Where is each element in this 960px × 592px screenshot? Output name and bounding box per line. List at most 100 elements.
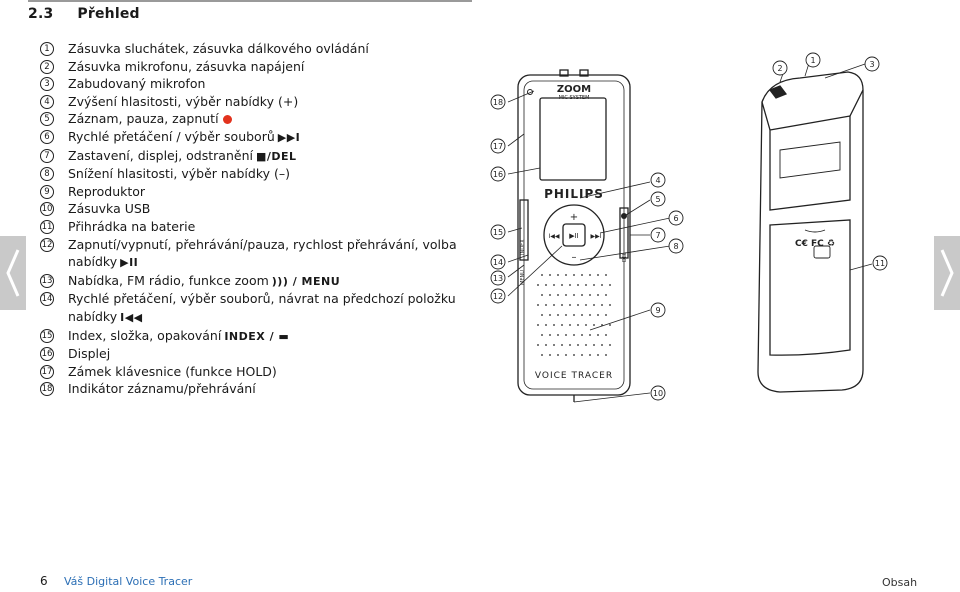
callout-16: 16 [493,170,503,179]
list-item: 3 Zabudovaný mikrofon [40,75,470,93]
previous-page-button[interactable] [0,236,26,310]
battery-compartment [769,219,851,356]
rewind-icon: I◀◀ [120,310,143,324]
callout-13: 13 [493,274,503,283]
callout-10: 10 [653,389,663,398]
section-title: Přehled [77,6,140,22]
index-folder-icon: INDEX / ▬ [224,329,290,343]
zoom-logo-sub: MIC SYSTEM [559,95,590,101]
list-item: 18 Indikátor záznamu/přehrávání [40,380,470,398]
display-screen [539,97,607,181]
index-side-label: INDEX [520,239,526,255]
callout-15: 15 [493,228,503,237]
item-text: Zámek klávesnice (funkce HOLD) [68,363,277,379]
item-text: Snížení hlasitosti, výběr nabídky (–) [68,166,290,182]
side-buttons-right [619,207,629,259]
list-item: 7 Zastavení, displej, odstranění■/DEL [40,147,470,166]
item-text: Zastavení, displej, odstranění [68,147,253,163]
stop-icon: ■/DEL [255,149,297,163]
item-text: Indikátor záznamu/přehrávání [68,381,256,397]
item-number-badge: 13 [40,273,54,288]
fast-forward-icon: ▶▶I [277,130,301,144]
certification-marks: C€ FC ♻ [795,239,835,249]
play-pause-button [562,223,586,247]
del-side-label: DEL [622,252,628,262]
item-number-badge: 16 [40,347,54,362]
item-number-badge: 18 [40,382,54,397]
fast-forward-icon: ▶▶I [591,233,602,240]
chevron-left-icon [6,249,20,297]
callout-1: 1 [810,56,815,65]
section-number: 2.3 [28,6,54,22]
list-item: 17 Zámek klávesnice (funkce HOLD) [40,363,470,381]
item-number-badge: 17 [40,364,54,379]
model-label: VOICE TRACER [535,371,613,381]
callout-11: 11 [875,259,885,268]
chevron-right-icon [940,249,954,297]
item-text: Zapnutí/vypnutí, přehrávání/pauza, rychl… [68,236,457,270]
device-back-body [757,71,864,393]
callout-5: 5 [655,195,660,204]
list-item: 16 Displej [40,345,470,363]
item-number-badge: 4 [40,94,54,109]
item-number-badge: 8 [40,167,54,182]
rewind-icon: I◀◀ [549,233,560,240]
item-number-badge: 11 [40,219,54,234]
item-number-badge: 15 [40,328,54,343]
item-text: Displej [68,346,111,362]
list-item: 11 Přihrádka na baterie [40,218,470,236]
control-pad [543,204,605,266]
speaker-grille [537,274,611,356]
contents-link[interactable]: Obsah [882,576,918,589]
list-item: 5 Záznam, pauza, zapnutí [40,110,470,128]
list-item: 6 Rychlé přetáčení / výběr souborů▶▶I [40,128,470,147]
item-number-badge: 3 [40,77,54,92]
item-text: Záznam, pauza, zapnutí [68,111,219,127]
item-text: Rychlé přetáčení / výběr souborů [68,128,275,144]
battery-cover-top [769,115,851,211]
item-number-badge: 7 [40,148,54,163]
callout-9: 9 [655,306,660,315]
callout-6: 6 [673,214,678,223]
item-number-badge: 5 [40,112,54,127]
item-text: Zvýšení hlasitosti, výběr nabídky (+) [68,93,299,109]
minus-label: – [572,252,577,263]
menu-zoom-icon: ))) / MENU [271,274,341,288]
brand-logo: PHILIPS [544,187,604,201]
item-text: Zásuvka USB [68,201,151,217]
callout-8: 8 [673,242,678,251]
footer-doc-title: Váš Digital Voice Tracer [64,575,193,588]
component-list: 1 Zásuvka sluchátek, zásuvka dálkového ov… [40,40,470,398]
item-text: Index, složka, opakování [68,327,222,343]
callout-14: 14 [493,258,503,267]
next-page-button[interactable] [934,236,960,310]
item-text: Zásuvka sluchátek, zásuvka dálkového ovl… [68,41,369,56]
callout-17: 17 [493,142,503,151]
item-text: Přihrádka na baterie [68,218,196,234]
device-diagram: ZOOM MIC SYSTEM PHILIPS + – ▶II I◀◀ ▶▶I … [480,50,910,410]
callout-12: 12 [493,292,503,301]
callout-4: 4 [655,176,660,185]
item-text: Zabudovaný mikrofon [68,76,206,92]
callout-7: 7 [655,231,660,240]
plus-label: + [570,212,578,223]
item-number-badge: 1 [40,42,54,56]
item-number-badge: 12 [40,237,54,252]
callout-3: 3 [869,60,874,69]
item-number-badge: 6 [40,129,54,144]
record-button [621,213,627,219]
play-pause-icon: ▶II [569,232,579,240]
page-number: 6 [40,574,48,588]
item-number-badge: 14 [40,292,54,307]
voice-tracer-illustration: ZOOM MIC SYSTEM PHILIPS + – ▶II I◀◀ ▶▶I … [490,52,888,403]
menu-side-label: MENU [520,270,526,285]
list-item: 14 Rychlé přetáčení, výběr souborů, návra… [40,290,470,326]
item-text: Rychlé přetáčení, výběr souborů, návrat … [68,291,456,324]
zoom-logo: ZOOM [557,84,591,95]
item-number-badge: 9 [40,184,54,199]
item-number-badge: 2 [40,59,54,74]
callout-18: 18 [493,98,503,107]
